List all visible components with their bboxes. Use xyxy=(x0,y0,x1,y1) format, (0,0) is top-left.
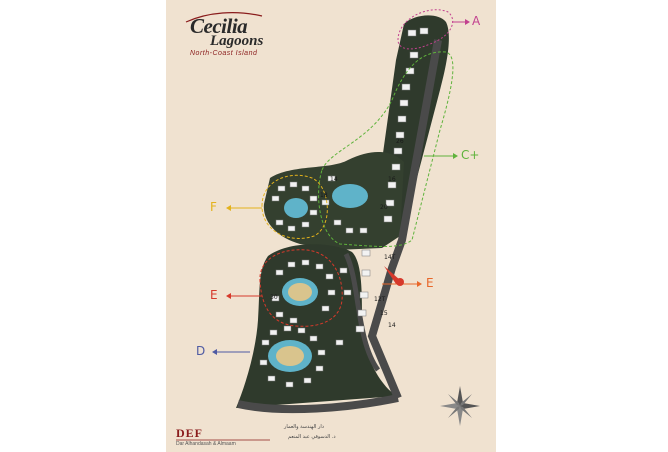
location-pin-icon xyxy=(384,266,404,286)
zone-e-west-arrow xyxy=(226,293,262,299)
footer-company-logo: DEF xyxy=(176,426,203,440)
zone-d-arrow xyxy=(212,349,250,355)
block-label: 30 xyxy=(270,294,278,301)
lagoon-middle xyxy=(332,184,368,208)
block-label: 15 xyxy=(380,310,388,317)
footer-arabic-line2: د. الدسوقي عبد المنعم xyxy=(288,434,336,440)
zone-a-outline xyxy=(397,9,453,50)
block-label: 26 xyxy=(396,138,404,145)
zone-a-arrow xyxy=(452,19,470,25)
zone-label-c-plus: C+ xyxy=(461,148,480,162)
brand-swoosh-icon xyxy=(185,12,263,23)
zone-f-outline xyxy=(261,174,328,239)
brand-tagline: North-Coast Island xyxy=(190,50,258,57)
lagoon-cluster-f xyxy=(284,198,308,218)
sand-d xyxy=(276,346,304,366)
villas-east xyxy=(355,249,371,333)
zone-label-a: A xyxy=(472,14,481,28)
footer-arabic-line1: دار الهندسة والعمار xyxy=(284,424,324,430)
compass-rose-icon xyxy=(440,386,480,426)
block-label: 14T xyxy=(384,254,396,261)
zone-label-f: F xyxy=(210,200,217,214)
block-label: 20 xyxy=(380,204,388,211)
villas-cluster-e xyxy=(271,259,352,324)
brand-subtitle: Lagoons xyxy=(210,33,264,49)
block-label: 14 xyxy=(388,322,396,329)
villas-cluster-d xyxy=(259,325,344,388)
zone-label-d: D xyxy=(196,344,206,358)
zone-c-plus-arrow xyxy=(424,153,458,159)
zone-e-outline xyxy=(259,249,343,327)
block-label: 18 xyxy=(320,192,328,199)
villas-cluster-f xyxy=(271,175,368,234)
villas-north xyxy=(383,27,429,223)
footer-company-sub: Dar Alhandasah & Almaam xyxy=(176,441,236,447)
brand-title: Cecilia xyxy=(190,14,248,38)
block-label: 16 xyxy=(388,176,396,183)
sand-e xyxy=(288,283,312,301)
block-label: 14 xyxy=(330,176,338,183)
block-label: 12T xyxy=(374,296,386,303)
zone-f-arrow xyxy=(226,205,262,211)
zone-c-plus-outline xyxy=(318,51,454,247)
zone-label-e-west: E xyxy=(210,288,218,302)
zone-label-e-east: E xyxy=(426,276,434,290)
main-road xyxy=(367,39,442,400)
south-road xyxy=(237,394,399,414)
